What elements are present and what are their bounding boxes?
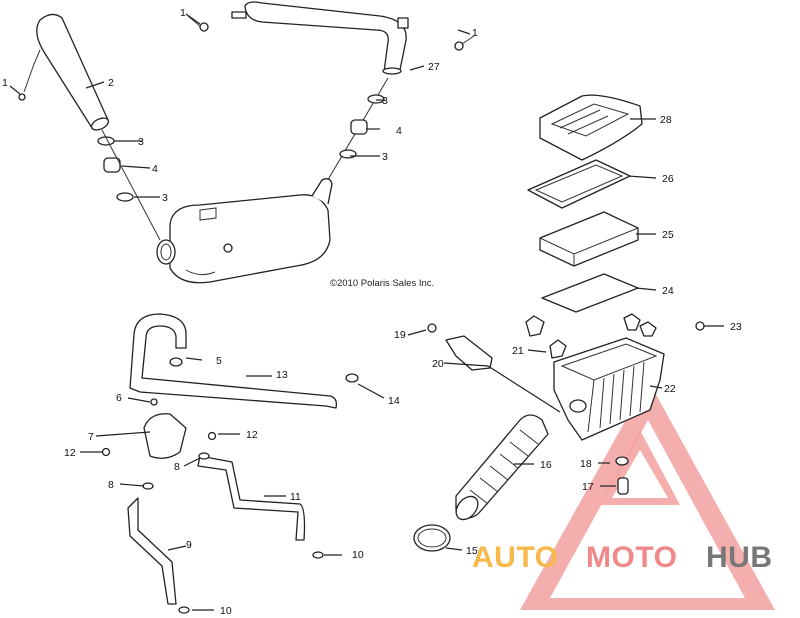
breather-hose-assembly — [101, 313, 359, 614]
watermark-moto: MOTO — [586, 541, 677, 574]
watermark-triangle — [520, 380, 775, 610]
callout-22: 22 — [664, 383, 676, 395]
left-coupler-chain — [97, 129, 161, 241]
part-8-clamp-a — [142, 482, 154, 490]
callout-12b: 12 — [246, 429, 258, 441]
callout-16: 16 — [540, 459, 552, 471]
copyright-text: ©2010 Polaris Sales Inc. — [330, 278, 434, 289]
part-7-valve — [143, 413, 187, 459]
watermark-inner-triangle — [600, 430, 680, 505]
callout-25: 25 — [662, 229, 674, 241]
bolt-part-23 — [695, 321, 705, 331]
callout-24: 24 — [662, 285, 674, 297]
callout-3c: 3 — [382, 95, 388, 107]
watermark-wordmark: AUTO MOTO HUB — [472, 541, 773, 574]
muffler-body — [156, 178, 333, 284]
callout-7: 7 — [88, 431, 94, 443]
callout-19: 19 — [394, 329, 406, 341]
watermark-hub: HUB — [706, 541, 773, 574]
part-17-18-fittings — [615, 456, 629, 495]
callout-18: 18 — [580, 458, 592, 470]
callout-3d: 3 — [382, 151, 388, 163]
callout-14: 14 — [388, 395, 400, 407]
right-coupler-chain — [315, 77, 389, 201]
callout-13: 13 — [276, 369, 288, 381]
callout-10a: 10 — [352, 549, 364, 561]
part-5-clamp — [169, 357, 183, 367]
upper-duct-assembly: ©2010 Polaris Sales Inc. — [18, 1, 475, 289]
callout-11: 11 — [290, 491, 301, 503]
part-22-airbox — [553, 337, 665, 441]
part-25-filter — [539, 211, 639, 267]
callout-27: 27 — [428, 61, 440, 73]
watermark-auto: AUTO — [472, 541, 558, 574]
part-20-bracket — [445, 335, 493, 371]
callout-1a: 1 — [2, 77, 8, 89]
callout-8b: 8 — [108, 479, 114, 491]
callout-6: 6 — [116, 392, 122, 404]
part-16-hose — [455, 414, 549, 521]
callout-15: 15 — [466, 545, 478, 557]
part-9-hose — [127, 497, 177, 605]
callout-4b: 4 — [396, 125, 402, 137]
callout-9: 9 — [186, 539, 192, 551]
part-28-lid — [539, 94, 643, 161]
callout-3b: 3 — [162, 192, 168, 204]
callout-20: 20 — [432, 358, 444, 370]
part-13-hose — [129, 313, 338, 409]
callout-8a: 8 — [174, 461, 180, 473]
part-10-clamp-b — [178, 606, 190, 614]
callout-21: 21 — [512, 345, 524, 357]
part-27-tube — [231, 1, 409, 75]
part-10-clamp-a — [312, 551, 324, 559]
part-11-hose — [197, 455, 306, 541]
leader-lines — [9, 13, 724, 611]
callout-1c: 1 — [472, 27, 478, 39]
callout-3a: 3 — [138, 136, 144, 148]
part-26-gasket — [527, 159, 631, 209]
callout-5: 5 — [216, 355, 222, 367]
part-15-clamp — [413, 524, 451, 552]
callout-12a: 12 — [64, 447, 76, 459]
callout-2: 2 — [108, 77, 114, 89]
callout-23: 23 — [730, 321, 742, 333]
part-2-tube — [18, 13, 110, 131]
clips-part-21 — [525, 313, 657, 359]
callout-labels: 1 1 1 2 3 3 3 3 4 4 5 6 7 8 8 9 10 10 11… — [2, 7, 742, 617]
callout-28: 28 — [660, 114, 672, 126]
callout-4a: 4 — [152, 163, 158, 175]
callout-10b: 10 — [220, 605, 232, 617]
bolts-part-1 — [187, 15, 475, 51]
part-14-clip — [345, 373, 359, 383]
bolt-part-12-a — [101, 447, 111, 457]
callout-17: 17 — [582, 481, 594, 493]
bolt-part-12-b — [207, 431, 217, 441]
part-8-clamp-b — [198, 452, 210, 460]
part-6-fitting — [150, 398, 158, 406]
bolt-part-19 — [427, 323, 437, 333]
callout-1b: 1 — [180, 7, 186, 19]
part-24-plate — [541, 273, 639, 313]
callout-26: 26 — [662, 173, 674, 185]
watermark-logo — [520, 380, 775, 610]
airbox-assembly — [413, 94, 705, 552]
